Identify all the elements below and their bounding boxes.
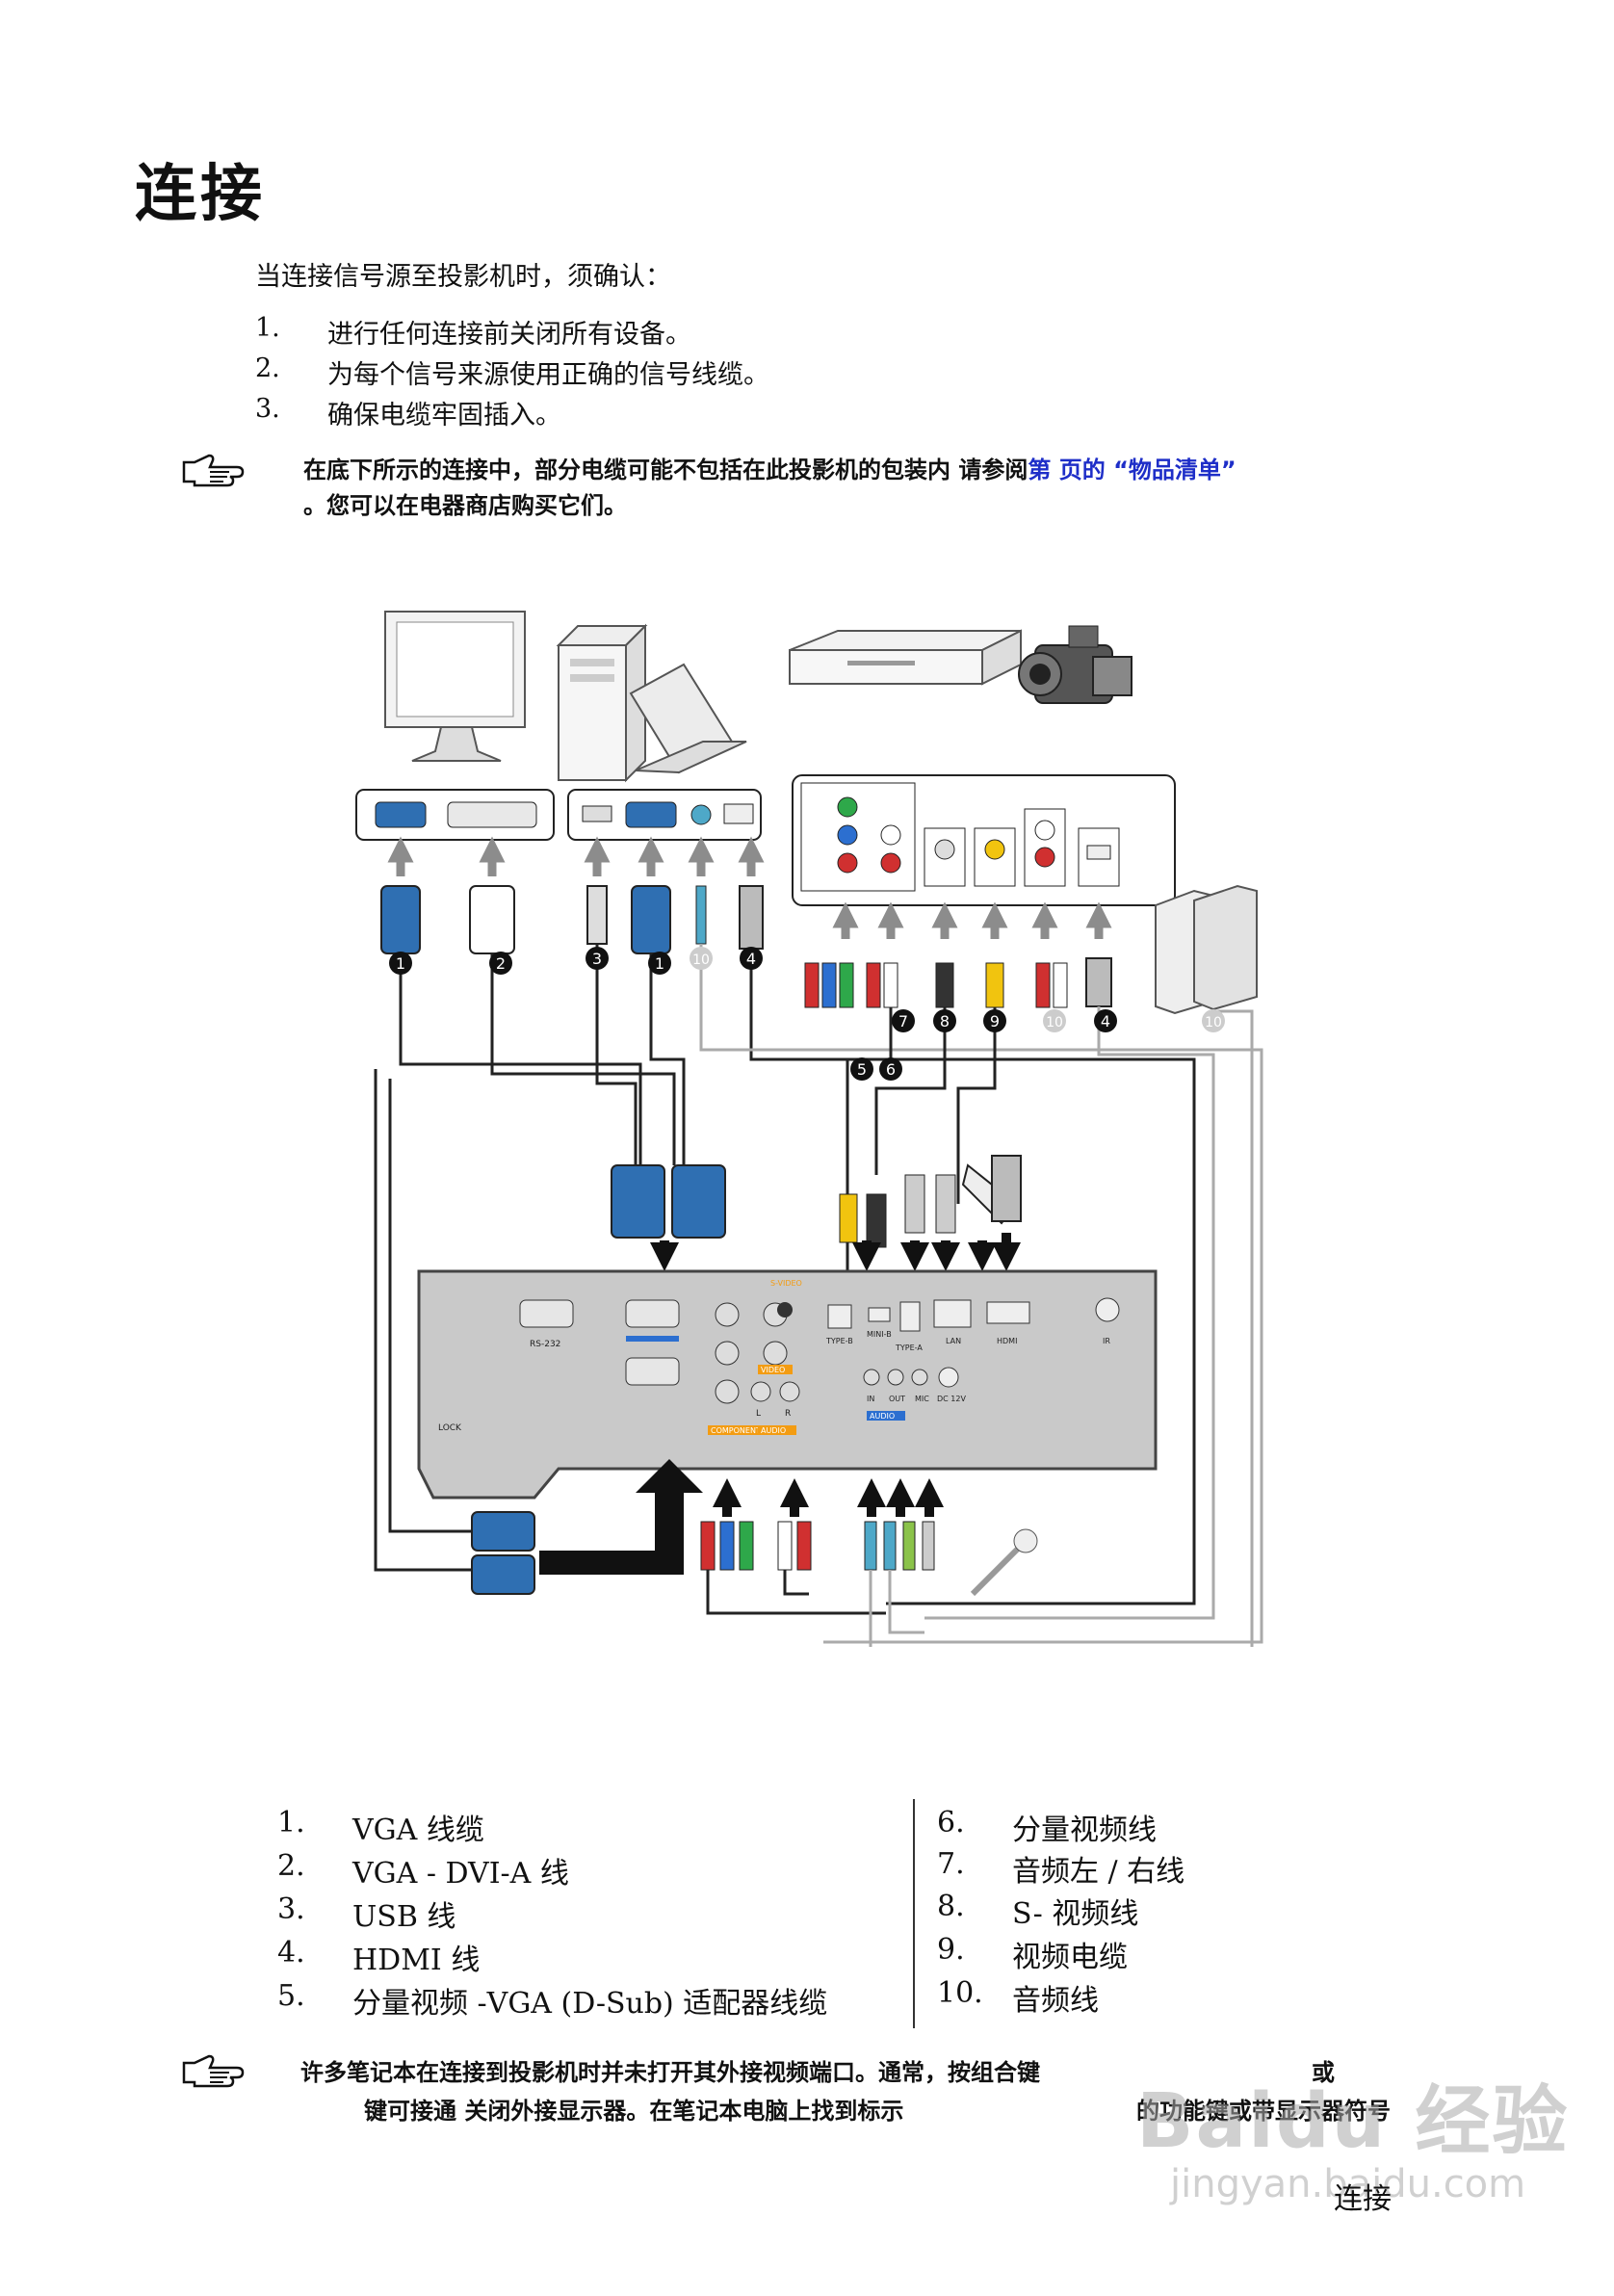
port-label: IR [1103,1337,1110,1345]
port-label: RS-232 [530,1340,560,1349]
port-label: MIC [915,1395,929,1403]
av-port-panel [792,774,1176,906]
callout-label: 8 [940,1012,950,1031]
cables [374,944,1263,1647]
callout-label: 2 [496,954,506,973]
callout-label: 7 [898,1012,908,1031]
port-label: DC 12V [937,1395,966,1403]
legend-number: 3. [277,1892,305,1926]
legend-number: 8. [937,1890,965,1923]
callout-label: 9 [990,1012,1000,1031]
legend-text: 视频电缆 [1012,1941,1128,1974]
port-label: HDMI [997,1337,1017,1345]
callout-label: 1 [655,954,664,973]
note-line-2: 。您可以在电器商店购买它们。 [303,492,627,519]
legend-text: 分量视频线 [1012,1813,1157,1847]
note2-line-1-a: 许多笔记本在连接到投影机时并未打开其外接视频端口。通常，按组合键 [300,2059,1040,2086]
cable-callouts: 1 2 3 1 10 4 5 6 7 8 9 10 4 10 [389,947,1225,1081]
callout-label: 6 [886,1060,896,1079]
port-label: COMPONENT [711,1426,761,1435]
upper-arrows [387,836,1112,939]
projector-rear-panel: RS-232 LOCK COMPONENT VIDEO L R AUDIO TY… [417,1269,1158,1500]
port-label: LOCK [438,1423,462,1433]
note2-line-2-a: 键可接通 关闭外接显示器。在笔记本电脑上找到标示 [364,2098,904,2125]
legend-number: 6. [937,1806,965,1839]
legend-number: 10. [937,1976,983,2010]
port-label: AUDIO [761,1426,786,1435]
note-line-1: 在底下所示的连接中，部分电缆可能不包括在此投影机的包装内 请参阅第 页的 “物品… [303,451,1237,484]
callout-label: 10 [1205,1015,1222,1031]
upper-connectors [380,885,1112,1008]
legend-text: 分量视频 -VGA (D-Sub) 适配器线缆 [352,1987,828,2021]
legend-number: 2. [277,1849,305,1883]
lower-connectors [471,1459,1038,1647]
step-text: 进行任何连接前关闭所有设备。 [327,320,691,350]
callout-label: 1 [396,954,405,973]
baidu-watermark-url: jingyan.baidu.com [1170,2162,1526,2206]
port-label: R [785,1409,791,1419]
note2-line-2-b: 的功能键或带显示器符号 [1136,2098,1391,2125]
port-label: VIDEO [761,1366,785,1374]
connection-diagram: 1 2 3 1 10 4 5 6 7 8 9 10 4 10 RS- [355,611,1263,1647]
note2-line-1-b: 或 [1312,2059,1335,2086]
note-text: 在底下所示的连接中，部分电缆可能不包括在此投影机的包装内 请参阅 [303,457,1028,483]
port-label: LAN [946,1337,961,1345]
legend-number: 9. [937,1933,965,1967]
step-text: 为每个信号来源使用正确的信号线缆。 [327,360,769,390]
pointing-hand-icon [182,2054,245,2088]
intro-text: 当连接信号源至投影机时，须确认： [255,262,671,292]
port-label: TYPE-B [825,1337,853,1345]
computer-device [556,623,747,783]
dvd-player-device [789,629,1022,686]
speakers-device [1155,884,1258,1015]
callout-label: 3 [592,950,602,968]
lower-arrows [713,1478,944,1517]
port-label: L [756,1409,761,1419]
port-label: S-VIDEO [770,1279,802,1288]
legend-number: 5. [277,1979,305,2013]
legend-text: USB 线 [352,1900,456,1934]
pc-port-panel [567,789,762,841]
callout-label: 4 [1101,1012,1110,1031]
legend-divider [913,1799,915,2028]
step-number: 2. [255,353,280,383]
port-label: MINI-B [867,1330,892,1339]
legend-text: S- 视频线 [1012,1897,1139,1931]
monitor-device [384,611,526,762]
callout-label: 10 [692,952,710,968]
callout-label: 4 [746,950,756,968]
port-label: TYPE-A [895,1344,923,1352]
projector-input-arrows [650,1233,1021,1271]
page-footer: 连接 [1334,2182,1392,2216]
camcorder-device [1018,625,1132,704]
page-title: 连接 [135,159,266,230]
legend-number: 4. [277,1936,305,1970]
legend-text: VGA 线缆 [352,1813,484,1847]
packing-list-link[interactable]: 第 页的 “物品清单” [1028,457,1237,483]
legend-number: 1. [277,1806,305,1839]
legend-text: VGA - DVI-A 线 [352,1857,569,1891]
pointing-hand-icon [182,454,245,487]
port-label: OUT [889,1395,905,1403]
step-text: 确保电缆牢固插入。 [327,401,561,430]
callout-label: 5 [857,1060,867,1079]
port-label: IN [867,1395,874,1403]
monitor-port-panel [355,789,555,841]
callout-label: 10 [1046,1015,1063,1031]
port-label: AUDIO [870,1412,895,1421]
baidu-watermark: Baidu 经验 [1136,2078,1570,2165]
legend-text: 音频线 [1012,1984,1099,2018]
mid-connectors [611,1155,1022,1248]
legend-number: 7. [937,1847,965,1881]
legend-text: 音频左 / 右线 [1012,1855,1185,1889]
legend-text: HDMI 线 [352,1944,481,1977]
step-number: 3. [255,394,280,424]
step-number: 1. [255,313,280,343]
